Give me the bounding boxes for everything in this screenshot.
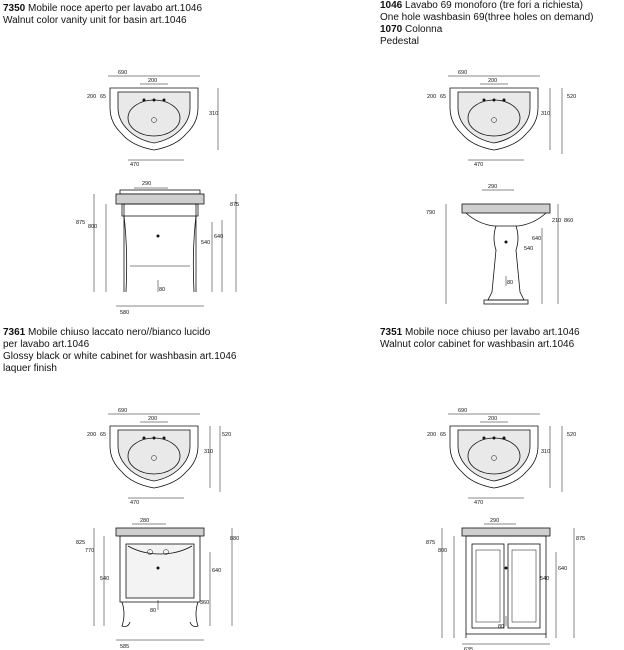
- pedestal-elevation-1046: 290 80 790 210 860 640 540: [426, 184, 573, 305]
- svg-text:690: 690: [118, 70, 127, 76]
- svg-text:200: 200: [488, 416, 497, 422]
- svg-text:470: 470: [130, 500, 139, 506]
- svg-text:640: 640: [214, 234, 223, 240]
- svg-text:80: 80: [150, 608, 156, 614]
- svg-text:770: 770: [85, 548, 94, 554]
- svg-text:65: 65: [440, 94, 446, 100]
- svg-text:280: 280: [140, 518, 149, 524]
- svg-text:65: 65: [440, 432, 446, 438]
- basin-top-view-7351: 690 200 200 65 310 520 470: [427, 408, 576, 506]
- svg-text:310: 310: [541, 449, 550, 455]
- svg-text:360: 360: [200, 600, 209, 606]
- svg-text:540: 540: [201, 240, 210, 246]
- svg-text:875: 875: [426, 540, 435, 546]
- svg-text:65: 65: [100, 432, 106, 438]
- svg-text:520: 520: [567, 432, 576, 438]
- svg-text:520: 520: [222, 432, 231, 438]
- svg-text:860: 860: [564, 218, 573, 224]
- svg-text:80: 80: [159, 287, 165, 293]
- svg-text:200: 200: [427, 432, 436, 438]
- svg-text:200: 200: [427, 94, 436, 100]
- svg-text:690: 690: [458, 408, 467, 414]
- basin-top-view-7361: 690 200 200 65 310 520 470: [87, 408, 231, 506]
- svg-text:635: 635: [464, 647, 473, 650]
- svg-text:875: 875: [576, 536, 585, 542]
- svg-text:290: 290: [142, 181, 151, 187]
- svg-text:470: 470: [130, 162, 139, 168]
- caption-7361: 7361 Mobile chiuso laccato nero//bianco …: [3, 327, 237, 374]
- svg-text:690: 690: [118, 408, 127, 414]
- svg-text:200: 200: [87, 432, 96, 438]
- svg-text:540: 540: [524, 246, 533, 252]
- svg-text:310: 310: [204, 449, 213, 455]
- svg-text:800: 800: [88, 224, 97, 230]
- svg-text:875: 875: [76, 220, 85, 226]
- svg-text:290: 290: [488, 184, 497, 190]
- svg-text:880: 880: [230, 536, 239, 542]
- svg-text:540: 540: [100, 576, 109, 582]
- svg-text:65: 65: [100, 94, 106, 100]
- svg-text:790: 790: [426, 210, 435, 216]
- svg-text:200: 200: [148, 78, 157, 84]
- svg-text:80: 80: [507, 280, 513, 286]
- svg-text:200: 200: [87, 94, 96, 100]
- svg-text:290: 290: [490, 518, 499, 524]
- caption-7350: 7350 Mobile noce aperto per lavabo art.1…: [3, 3, 203, 26]
- svg-text:540: 540: [540, 576, 549, 582]
- svg-text:200: 200: [488, 78, 497, 84]
- svg-text:310: 310: [209, 111, 218, 117]
- basin-top-view-1046: 690 200 200 65 310 520 470: [427, 70, 576, 168]
- svg-text:585: 585: [120, 644, 129, 650]
- cabinet-elevation-7351: 290 80 875 800 875 540 640 635: [426, 518, 585, 650]
- basin-top-view-7350: 690 200 200 65 310 470: [87, 70, 219, 168]
- svg-text:640: 640: [532, 236, 541, 242]
- caption-1046-1070: 1046 Lavabo 69 monoforo (tre fori a rich…: [380, 0, 594, 47]
- vanity-elevation-7350: 290 80 875 800 540 640 875 580: [76, 181, 239, 316]
- svg-text:800: 800: [438, 548, 447, 554]
- svg-text:640: 640: [558, 566, 567, 572]
- svg-text:210: 210: [552, 218, 561, 224]
- svg-text:310: 310: [541, 111, 550, 117]
- svg-text:640: 640: [212, 568, 221, 574]
- caption-7351: 7351 Mobile noce chiuso per lavabo art.1…: [380, 327, 580, 350]
- svg-text:875: 875: [230, 202, 239, 208]
- svg-text:200: 200: [148, 416, 157, 422]
- svg-text:580: 580: [120, 310, 129, 316]
- cabinet-elevation-7361: 280 80 825 770 880 540 640 360 585: [76, 518, 239, 650]
- svg-text:470: 470: [474, 162, 483, 168]
- svg-text:80: 80: [498, 624, 504, 630]
- svg-text:520: 520: [567, 94, 576, 100]
- svg-text:690: 690: [458, 70, 467, 76]
- svg-text:470: 470: [474, 500, 483, 506]
- svg-text:825: 825: [76, 540, 85, 546]
